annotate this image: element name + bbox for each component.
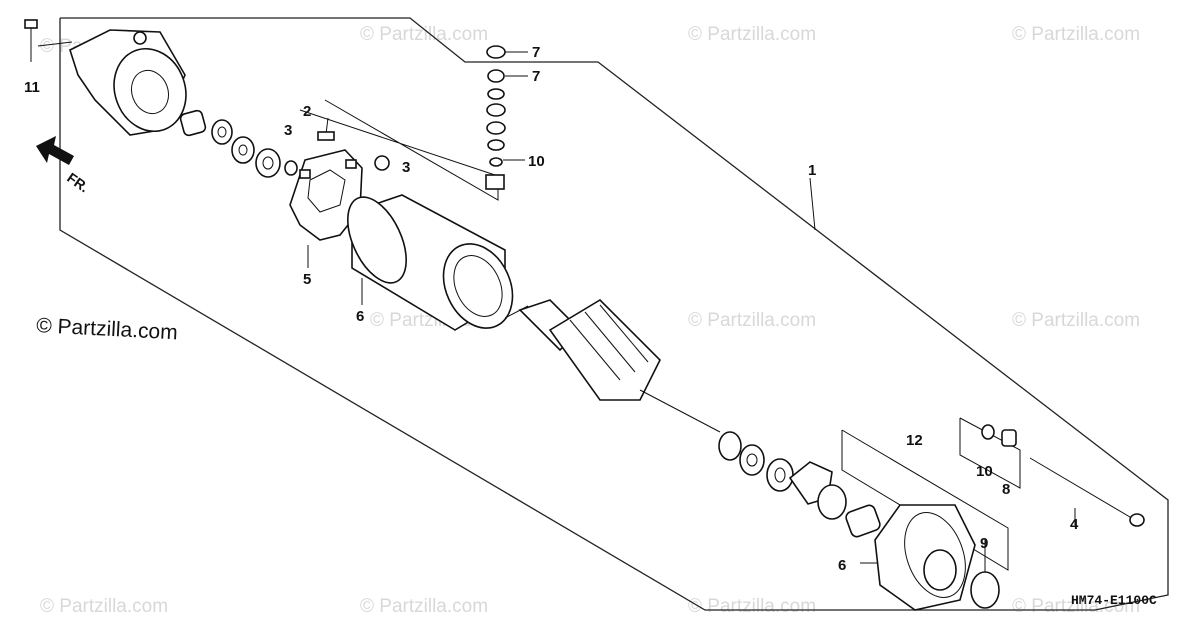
brush-holder-5: [289, 149, 363, 241]
watermark: © Partzilla.com: [40, 596, 168, 617]
front-direction-indicator: FR.: [36, 136, 92, 195]
front-label: FR.: [64, 169, 92, 195]
callout-9: 9: [980, 535, 988, 552]
yoke-housing-6: [347, 194, 514, 331]
watermark: © Partzilla.com: [688, 596, 816, 617]
bolt-group-bracket: [959, 417, 1021, 489]
washer-10: [981, 424, 995, 440]
diagram-code: HM74-E1100C: [1071, 593, 1157, 608]
front-housing: [69, 29, 187, 136]
leader-lines: [307, 51, 1076, 572]
long-bolt-4: [1029, 457, 1145, 527]
watermark: © Partzilla.com: [1012, 596, 1140, 617]
callout-6: 6: [838, 557, 846, 574]
callout-3: 3: [284, 122, 292, 139]
copyright-text: © Partzilla.com: [36, 314, 179, 344]
rear-washer-stack: [718, 431, 881, 538]
rear-cover-6: [874, 504, 976, 611]
o-ring-9: [970, 571, 1000, 609]
front-washer-stack: [179, 109, 298, 178]
watermark-layer: © Partzilla.com © Partzilla.com © Partzi…: [40, 24, 1140, 617]
callout-12: 12: [906, 432, 923, 449]
armature: [504, 298, 721, 433]
nut-8: [1001, 429, 1017, 447]
callout-7: 7: [532, 44, 540, 61]
rear-cover-bracket: [841, 429, 1009, 571]
callout-10: 10: [976, 463, 993, 480]
front-arrow-icon: [36, 136, 74, 165]
callout-11: 11: [24, 79, 40, 96]
callout-8: 8: [1002, 481, 1010, 498]
assembly-boundary: [59, 17, 1169, 611]
diagram-code-id: HM74-E1100: [1071, 593, 1149, 608]
watermark: © Partzilla.com: [688, 24, 816, 45]
watermark: © Partzilla.com: [1012, 24, 1140, 45]
watermark: © Partzilla.com: [688, 310, 816, 331]
watermark: © Partzilla.com: [360, 24, 488, 45]
callout-3: 3: [402, 159, 410, 176]
callout-labels: 11 7 7 10 2 3 3 1 5 6 12 10 8 4 9 6: [24, 44, 1079, 574]
watermark: © Partzilla.com: [1012, 310, 1140, 331]
terminal-nut-stack: [485, 45, 506, 190]
brush-screw-2: [317, 117, 335, 141]
callout-4: 4: [1070, 516, 1079, 533]
nut-3: [374, 155, 390, 171]
bolt-11: [24, 19, 73, 62]
watermark: © Partzilla.com: [360, 596, 488, 617]
callout-1: 1: [808, 162, 816, 179]
callout-2: 2: [303, 103, 311, 120]
callout-10: 10: [528, 153, 545, 170]
diagram-code-suffix: C: [1149, 593, 1157, 608]
callout-6: 6: [356, 308, 364, 325]
callout-5: 5: [303, 271, 311, 288]
callout-7: 7: [532, 68, 540, 85]
